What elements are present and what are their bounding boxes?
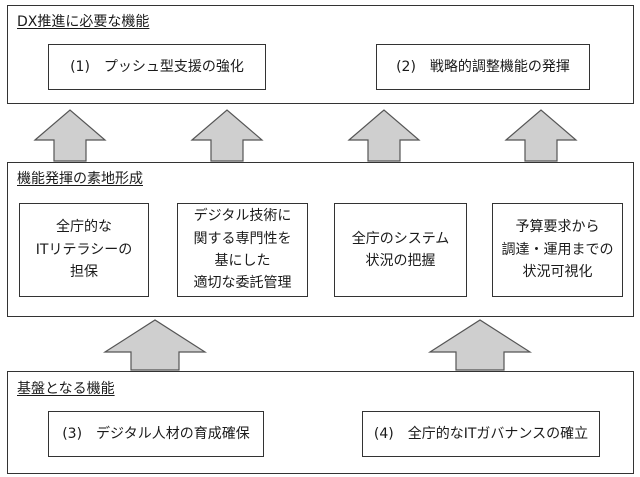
- foundation-label-2: デジタル技術に 関する専門性を 基にした 適切な委託管理: [193, 208, 292, 292]
- dx-functions-title: DX推進に必要な機能: [17, 14, 150, 30]
- foundation-box-2: デジタル技術に 関する専門性を 基にした 適切な委託管理: [177, 203, 308, 297]
- foundation-box-4: 予算要求から 調達・運用までの 状況可視化: [492, 203, 623, 297]
- base-box-2: (4) 全庁的なITガバナンスの確立: [362, 411, 600, 457]
- up-arrow-icon: [190, 109, 264, 162]
- base-label-1: (3) デジタル人材の育成確保: [62, 425, 250, 442]
- foundation-box-3: 全庁のシステム 状況の把握: [334, 203, 467, 297]
- dx-function-box-1: (1) プッシュ型支援の強化: [48, 44, 266, 90]
- up-arrow-icon: [347, 109, 421, 162]
- foundation-label-3: 全庁のシステム 状況の把握: [351, 230, 450, 269]
- base-box-1: (3) デジタル人材の育成確保: [48, 411, 264, 457]
- base-label-2: (4) 全庁的なITガバナンスの確立: [373, 425, 589, 442]
- up-arrow-icon: [504, 109, 578, 162]
- up-arrow-icon: [33, 109, 107, 162]
- foundation-title: 機能発揮の素地形成: [17, 171, 143, 187]
- foundation-label-4: 予算要求から 調達・運用までの 状況可視化: [501, 219, 614, 281]
- dx-function-label-2: (2) 戦略的調整機能の発揮: [396, 58, 570, 75]
- up-arrow-icon: [427, 319, 533, 371]
- dx-function-box-2: (2) 戦略的調整機能の発揮: [376, 44, 590, 90]
- base-title: 基盤となる機能: [17, 381, 115, 397]
- foundation-label-1: 全庁的な ITリテラシーの 担保: [35, 219, 133, 281]
- dx-function-label-1: (1) プッシュ型支援の強化: [70, 58, 244, 75]
- foundation-box-1: 全庁的な ITリテラシーの 担保: [19, 203, 149, 297]
- up-arrow-icon: [102, 319, 208, 371]
